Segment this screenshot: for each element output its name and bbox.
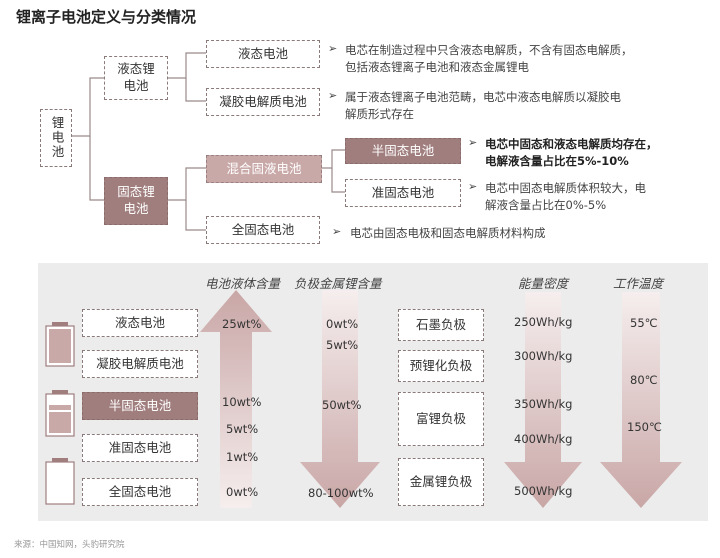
liquid-value: 10wt%	[222, 395, 262, 409]
all-solid-description: 电芯由固态电极和固态电解质材料构成	[350, 226, 546, 240]
type-liquid: 液态电池	[82, 309, 198, 337]
gel-description: 属于液态锂离子电池范畴，电芯中液态电解质以凝胶电 解质形式存在	[345, 90, 621, 121]
col-head-energy-density: 能量密度	[518, 276, 569, 291]
bullet-arrow-icon: ➢	[328, 42, 338, 55]
anode-lithium-metal: 金属锂负极	[398, 458, 484, 506]
bullet-arrow-icon: ➢	[468, 136, 478, 149]
root-lithium-battery: 锂电池	[40, 109, 72, 167]
quasi-solid-cell-box: 准固态电池	[345, 179, 461, 207]
temperature-value: 55℃	[630, 316, 658, 330]
liquid-value: 0wt%	[226, 485, 259, 499]
bullet-arrow-icon: ➢	[332, 225, 342, 238]
battery-half-icon	[45, 390, 75, 437]
liquid-value: 5wt%	[226, 422, 259, 436]
quasi-description: 电芯中固态电解质体积较大，电 解液含量占比在0%-5%	[485, 181, 646, 212]
semi-solid-cell-box: 半固态电池	[345, 138, 461, 164]
liquid-description: 电芯在制造过程中只含液态电解质，不含有固态电解质， 包括液态锂离子电池和液态金属…	[345, 43, 633, 74]
semi-description: 电芯中固态和液态电解质均存在， 电解液含量占比在5%-10%	[485, 137, 658, 168]
energy-density-down-arrow	[504, 292, 582, 508]
source-note: 来源：中国知网，头豹研究院	[14, 540, 125, 550]
battery-full-icon	[45, 322, 75, 367]
anode-prelithiated: 预锂化负极	[398, 350, 484, 382]
solid-group-box: 固态锂电池	[104, 177, 168, 225]
lithium-value: 0wt%	[326, 317, 359, 331]
type-semi-solid: 半固态电池	[82, 392, 198, 420]
energy-value: 350Wh/kg	[514, 397, 573, 411]
anode-graphite: 石墨负极	[398, 309, 484, 341]
energy-value: 300Wh/kg	[514, 349, 573, 363]
liquid-value: 25wt%	[222, 317, 262, 331]
lithium-content-down-arrow	[300, 290, 380, 508]
col-head-liquid-content: 电池液体含量	[205, 276, 281, 291]
bullet-arrow-icon: ➢	[468, 180, 478, 193]
energy-value: 250Wh/kg	[514, 315, 573, 329]
type-gel: 凝胶电解质电池	[82, 350, 198, 378]
bullet-arrow-icon: ➢	[328, 89, 338, 102]
gel-cell-box: 凝胶电解质电池	[206, 88, 320, 116]
col-head-temperature: 工作温度	[613, 276, 664, 291]
energy-value: 400Wh/kg	[514, 432, 573, 446]
liquid-group-box: 液态锂电池	[104, 56, 168, 100]
liquid-value: 1wt%	[226, 450, 259, 464]
lithium-value: 80-100wt%	[308, 486, 374, 500]
liquid-cell-box: 液态电池	[206, 40, 320, 68]
col-head-lithium-metal: 负极金属锂含量	[294, 276, 382, 291]
battery-empty-icon	[45, 458, 75, 505]
type-quasi-solid: 准固态电池	[82, 434, 198, 462]
lithium-value: 5wt%	[326, 338, 359, 352]
temperature-down-arrow	[600, 292, 682, 508]
lithium-value: 50wt%	[322, 398, 362, 412]
all-solid-cell-box: 全固态电池	[206, 216, 320, 244]
temperature-value: 80℃	[630, 373, 658, 387]
page-title: 锂离子电池定义与分类情况	[16, 8, 197, 26]
liquid-content-up-arrow	[200, 290, 272, 508]
hybrid-cell-box: 混合固液电池	[206, 155, 322, 183]
type-all-solid: 全固态电池	[82, 478, 198, 506]
anode-lithium-rich: 富锂负极	[398, 392, 484, 446]
energy-value: 500Wh/kg	[514, 484, 573, 498]
temperature-value: 150℃	[627, 420, 662, 434]
